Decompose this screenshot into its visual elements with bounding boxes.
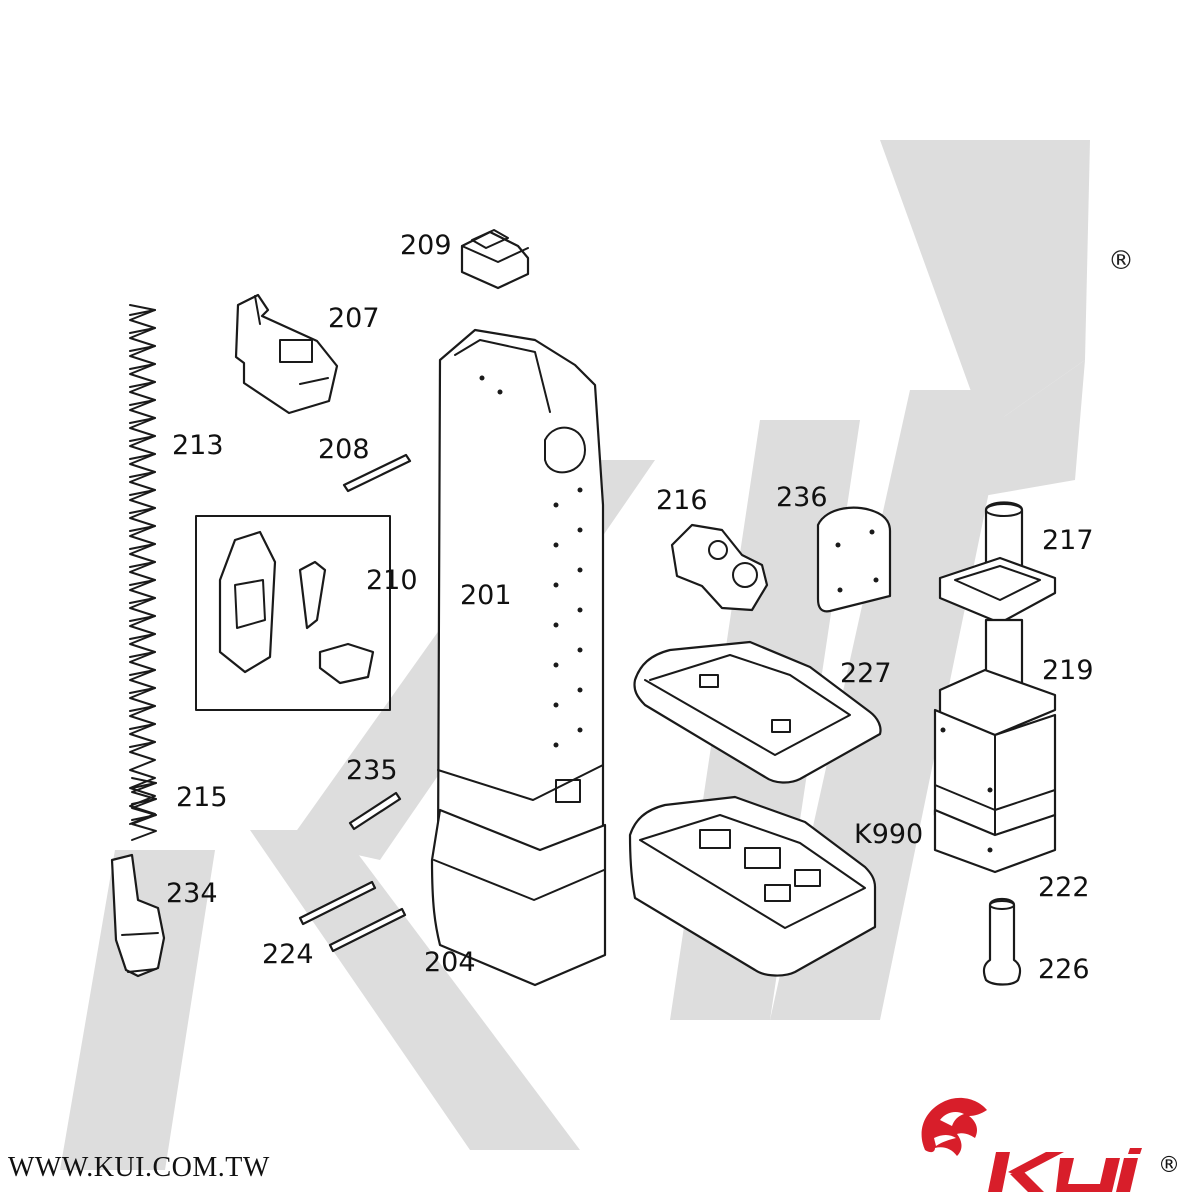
part-213-magazine-spring [129,304,156,825]
part-209-cap [460,229,530,290]
part-208-pin [342,453,412,493]
registered-trademark-mark: ® [1108,246,1134,276]
label-213: 213 [172,430,224,461]
kui-logo: ® [921,1097,1180,1192]
label-227: 227 [840,658,892,689]
part-201-magazine-body [436,328,605,897]
label-k990: K990 [854,819,923,850]
part-204-extension [430,808,607,987]
label-219: 219 [1042,655,1094,686]
label-217: 217 [1042,525,1094,556]
kui-registered-mark: ® [1158,1153,1180,1178]
label-236: 236 [776,482,828,513]
label-204: 204 [424,947,476,978]
label-209: 209 [400,230,452,261]
part-207-lock [234,293,339,415]
label-224: 224 [262,939,314,970]
part-labels: 209 207 213 208 210 201 216 236 217 219 … [166,230,1094,985]
part-216-valve [670,523,769,612]
label-216: 216 [656,485,708,516]
part-235-pin [348,791,402,831]
part-227-base-plate [633,640,882,784]
part-210-release-group [195,515,391,711]
label-234: 234 [166,878,218,909]
kui-wordmark [988,1148,1142,1192]
label-210: 210 [366,565,418,596]
part-215-small-spring [131,777,157,841]
part-226-nozzle [982,897,1022,986]
part-217-219-222-cylinder-assembly [933,501,1057,874]
label-222: 222 [1038,872,1090,903]
label-215: 215 [176,782,228,813]
part-236-plate [816,506,892,613]
label-226: 226 [1038,954,1090,985]
label-235: 235 [346,755,398,786]
part-224-pins [298,880,407,953]
label-207: 207 [328,303,380,334]
part-k990-base [628,795,877,977]
label-201: 201 [460,580,512,611]
website-url[interactable]: WWW.KUI.COM.TW [8,1152,270,1183]
lion-head-icon [921,1097,987,1156]
part-234-follower [110,853,166,978]
label-208: 208 [318,434,370,465]
